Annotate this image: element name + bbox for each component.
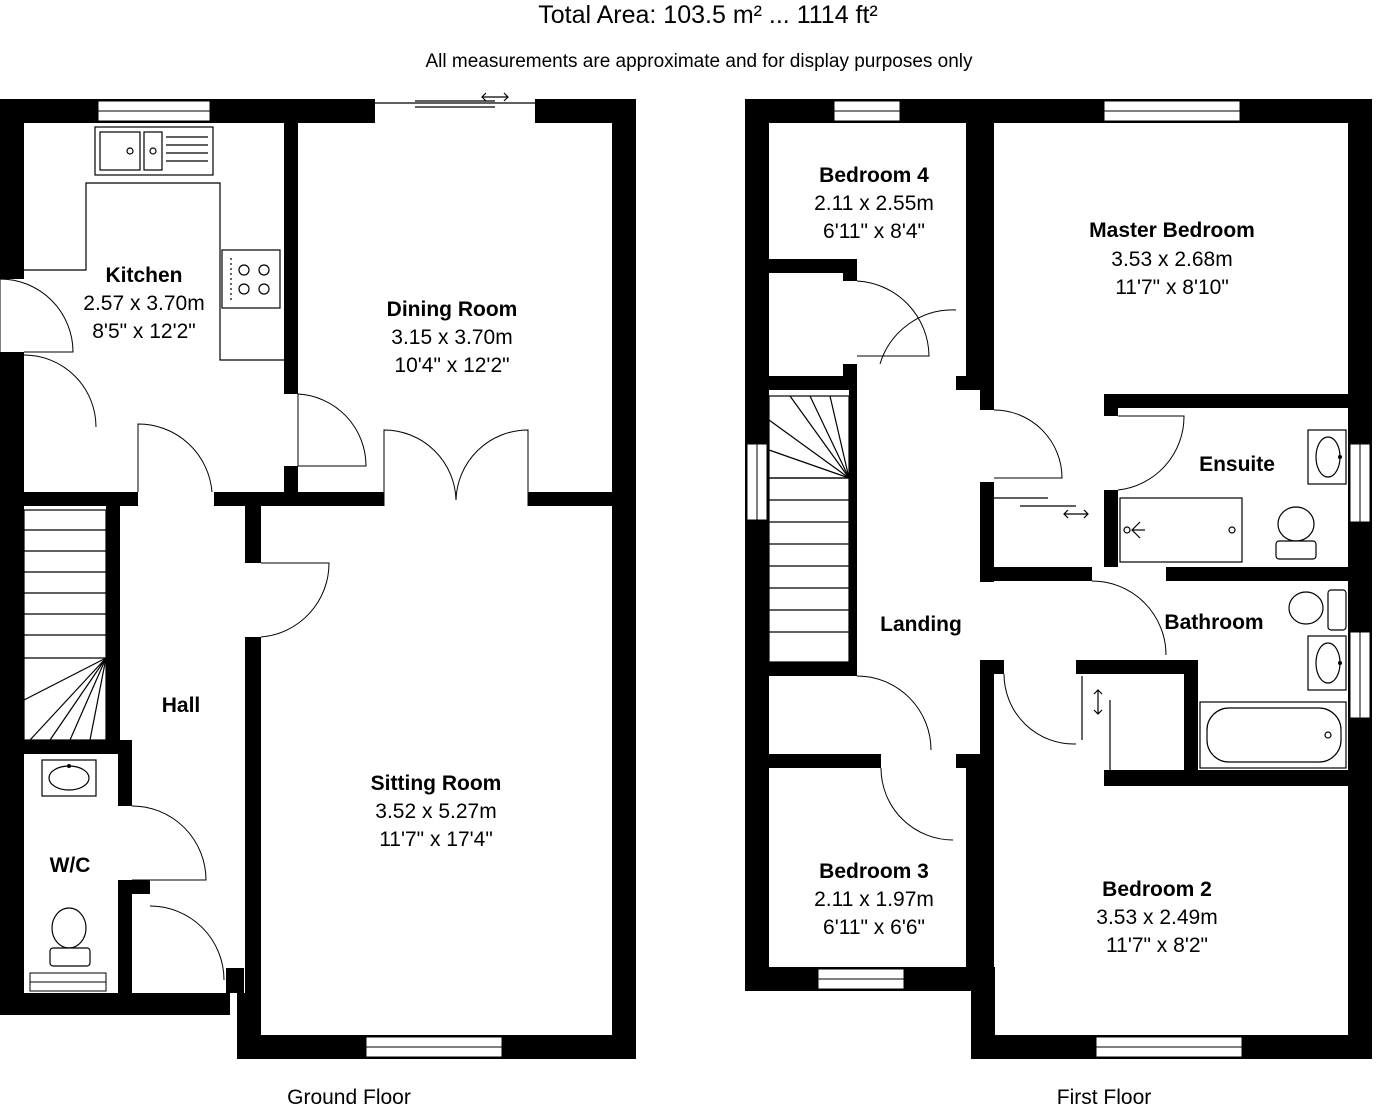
door-icon xyxy=(260,562,330,638)
sliding-door-icon xyxy=(1081,676,1111,770)
sliding-door-icon xyxy=(375,92,535,108)
toilet-icon xyxy=(49,907,91,967)
room-name-sitting: Sitting Room xyxy=(371,772,502,795)
floor-label-ground: Ground Floor xyxy=(287,1086,411,1109)
basin-icon xyxy=(1307,635,1347,691)
door-icon xyxy=(879,309,957,365)
door-icon xyxy=(1117,415,1185,491)
door-icon xyxy=(856,675,932,751)
room-name-dining: Dining Room xyxy=(387,298,518,321)
door-icon xyxy=(131,805,207,881)
door-icon xyxy=(137,423,213,493)
window-icon xyxy=(1095,1036,1243,1058)
room-name-bedroom3: Bedroom 3 xyxy=(819,860,929,883)
room-metric-sitting: 3.52 x 5.27m xyxy=(375,800,496,823)
room-name-kitchen: Kitchen xyxy=(105,264,182,287)
door-icon xyxy=(993,409,1063,479)
room-name-wc: W/C xyxy=(50,854,91,877)
window-icon xyxy=(365,1036,503,1058)
hob-icon xyxy=(221,249,281,309)
room-name-bedroom2: Bedroom 2 xyxy=(1102,878,1212,901)
room-name-hall: Hall xyxy=(162,694,201,717)
door-icon xyxy=(856,280,930,357)
room-imperial-sitting: 11'7" x 17'4" xyxy=(379,828,493,851)
kitchen-counter-outline xyxy=(24,182,284,361)
room-metric-master: 3.53 x 2.68m xyxy=(1111,248,1232,271)
room-imperial-dining: 10'4" x 12'2" xyxy=(394,354,509,377)
room-name-landing: Landing xyxy=(880,613,962,636)
sink-icon xyxy=(94,126,214,176)
room-metric-bedroom4: 2.11 x 2.55m xyxy=(814,192,934,215)
room-name-master: Master Bedroom xyxy=(1089,219,1255,242)
window-icon xyxy=(1349,443,1371,523)
window-icon xyxy=(29,972,107,992)
toilet-icon xyxy=(1288,589,1347,631)
door-icon xyxy=(149,905,225,981)
window-icon xyxy=(746,443,768,521)
room-imperial-bedroom4: 6'11" x 8'4" xyxy=(823,220,925,243)
shower-icon xyxy=(1119,497,1243,563)
window-icon xyxy=(1103,100,1241,122)
window-icon xyxy=(97,100,211,122)
door-icon xyxy=(0,278,74,353)
window-icon xyxy=(1349,631,1371,719)
basin-icon xyxy=(1307,429,1347,485)
room-name-bedroom4: Bedroom 4 xyxy=(819,164,929,187)
ground-floor-plan: Kitchen 2.57 x 3.70m 8'5" x 12'2" Dining… xyxy=(0,92,636,1109)
sliding-door-icon xyxy=(994,497,1089,519)
window-icon xyxy=(817,968,905,990)
door-icon xyxy=(383,429,529,506)
room-metric-kitchen: 2.57 x 3.70m xyxy=(83,292,204,315)
bathtub-icon xyxy=(1199,701,1347,769)
room-name-ensuite: Ensuite xyxy=(1199,453,1275,476)
disclaimer-text: All measurements are approximate and for… xyxy=(425,51,973,72)
door-icon xyxy=(1091,580,1167,656)
first-floor-plan: Bedroom 4 2.11 x 2.55m 6'11" x 8'4" Mast… xyxy=(745,99,1372,1109)
room-imperial-bedroom3: 6'11" x 6'6" xyxy=(823,916,925,939)
door-icon xyxy=(23,354,97,428)
room-metric-dining: 3.15 x 3.70m xyxy=(391,326,512,349)
staircase-icon xyxy=(768,395,850,663)
room-imperial-bedroom2: 11'7" x 8'2" xyxy=(1106,934,1208,957)
window-icon xyxy=(833,100,901,122)
basin-icon xyxy=(41,759,97,797)
door-icon xyxy=(297,393,367,467)
toilet-icon xyxy=(1275,506,1317,560)
room-metric-bedroom3: 2.11 x 1.97m xyxy=(814,888,934,911)
total-area-heading: Total Area: 103.5 m² ... 1114 ft² xyxy=(538,1,878,29)
door-icon xyxy=(880,767,954,841)
room-imperial-kitchen: 8'5" x 12'2" xyxy=(92,320,196,343)
room-imperial-master: 11'7" x 8'10" xyxy=(1115,276,1229,299)
door-icon xyxy=(1003,673,1077,745)
floor-label-first: First Floor xyxy=(1057,1086,1152,1109)
staircase-icon xyxy=(23,509,107,741)
room-name-bathroom: Bathroom xyxy=(1164,611,1263,634)
room-metric-bedroom2: 3.53 x 2.49m xyxy=(1096,906,1217,929)
